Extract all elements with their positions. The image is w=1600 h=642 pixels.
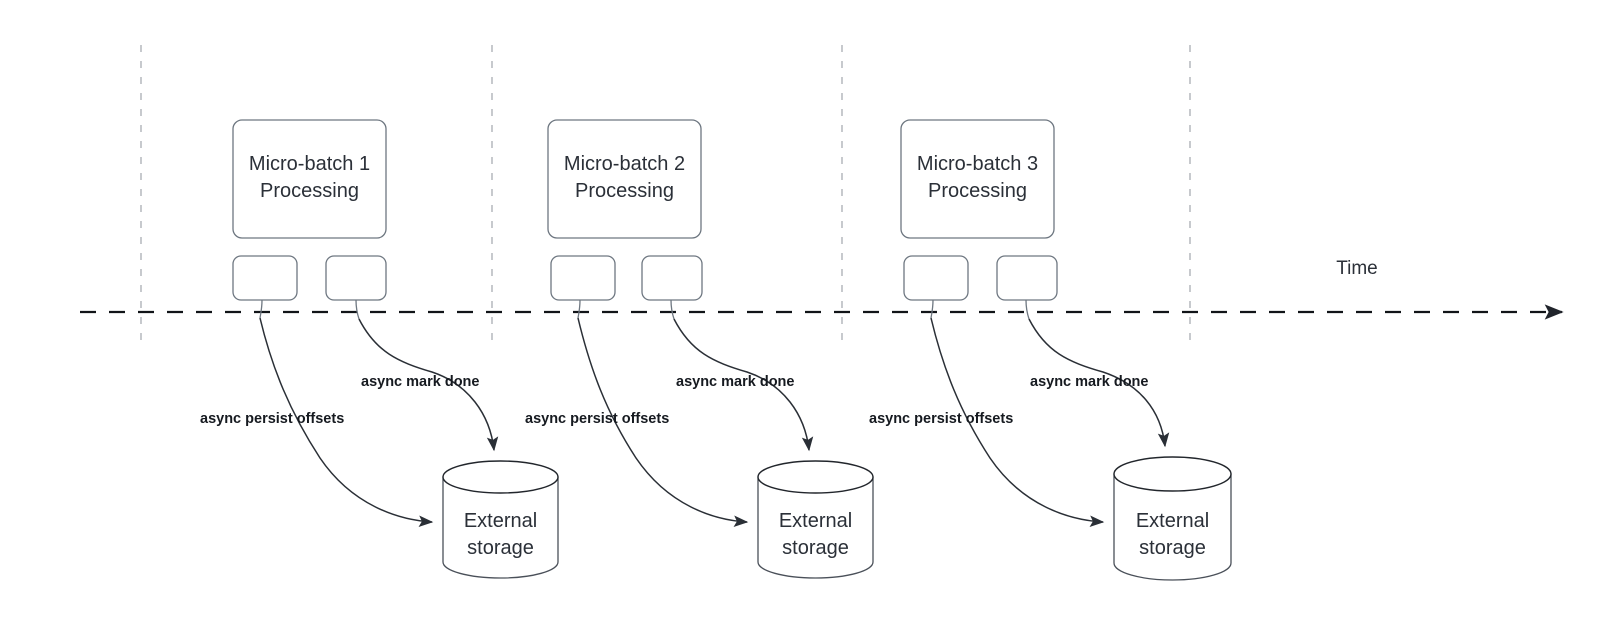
edge-label-async-mark-done-2: async mark done bbox=[676, 374, 794, 390]
external-storage-2-label-line2: storage bbox=[782, 537, 849, 559]
external-storage-3-label-line2: storage bbox=[1139, 537, 1206, 559]
external-storage-1-label-line2: storage bbox=[467, 537, 534, 559]
edge-async-mark-done-1 bbox=[358, 318, 499, 452]
micro-batch-3-box[interactable] bbox=[900, 119, 1055, 239]
task-stub-persist-3 bbox=[930, 299, 934, 319]
time-axis-label: Time bbox=[1336, 258, 1378, 279]
edge-async-mark-done-3 bbox=[1028, 318, 1170, 448]
edge-label-async-persist-offsets-2: async persist offsets bbox=[525, 411, 669, 427]
external-storage-3-label-line1: External bbox=[1136, 510, 1209, 532]
micro-batch-group-3: Micro-batch 3 Processing async persist o… bbox=[869, 119, 1232, 581]
external-storage-1-label-line1: External bbox=[464, 510, 537, 532]
edge-async-persist-offsets-2 bbox=[577, 317, 749, 527]
task-stub-persist-1 bbox=[259, 299, 263, 319]
task-stub-persist-2 bbox=[577, 299, 581, 319]
edge-label-async-mark-done-1: async mark done bbox=[361, 374, 479, 390]
micro-batch-1-label-line1: Micro-batch 1 bbox=[249, 153, 370, 175]
task-box-mark-1[interactable] bbox=[325, 255, 387, 301]
task-box-mark-2[interactable] bbox=[641, 255, 703, 301]
external-storage-2-label-line1: External bbox=[779, 510, 852, 532]
micro-batch-2-box[interactable] bbox=[547, 119, 702, 239]
time-axis: Time bbox=[80, 258, 1564, 320]
edge-async-mark-done-2 bbox=[673, 318, 814, 452]
micro-batch-3-label-line2: Processing bbox=[928, 180, 1027, 202]
external-storage-3[interactable]: External storage bbox=[1113, 456, 1232, 581]
task-box-persist-1[interactable] bbox=[232, 255, 298, 301]
task-box-persist-2[interactable] bbox=[550, 255, 616, 301]
task-stub-mark-1 bbox=[355, 299, 360, 320]
micro-batch-group-2: Micro-batch 2 Processing async persist o… bbox=[525, 119, 874, 579]
task-box-mark-3[interactable] bbox=[996, 255, 1058, 301]
micro-batch-1-box[interactable] bbox=[232, 119, 387, 239]
micro-batch-2-label-line1: Micro-batch 2 bbox=[564, 153, 685, 175]
edge-async-persist-offsets-3 bbox=[930, 317, 1105, 527]
task-stub-mark-2 bbox=[670, 299, 675, 320]
task-box-persist-3[interactable] bbox=[903, 255, 969, 301]
edge-label-async-persist-offsets-3: async persist offsets bbox=[869, 411, 1013, 427]
edge-async-persist-offsets-1 bbox=[259, 317, 434, 527]
edge-label-async-persist-offsets-1: async persist offsets bbox=[200, 411, 344, 427]
task-stub-mark-3 bbox=[1025, 299, 1030, 320]
micro-batch-2-label-line2: Processing bbox=[575, 180, 674, 202]
micro-batch-group-1: Micro-batch 1 Processing async persist o… bbox=[200, 119, 559, 579]
micro-batch-3-label-line1: Micro-batch 3 bbox=[917, 153, 1038, 175]
edge-label-async-mark-done-3: async mark done bbox=[1030, 374, 1148, 390]
external-storage-1[interactable]: External storage bbox=[442, 460, 559, 579]
batch-boundaries bbox=[140, 45, 1191, 340]
external-storage-2[interactable]: External storage bbox=[757, 460, 874, 579]
micro-batch-1-label-line2: Processing bbox=[260, 180, 359, 202]
